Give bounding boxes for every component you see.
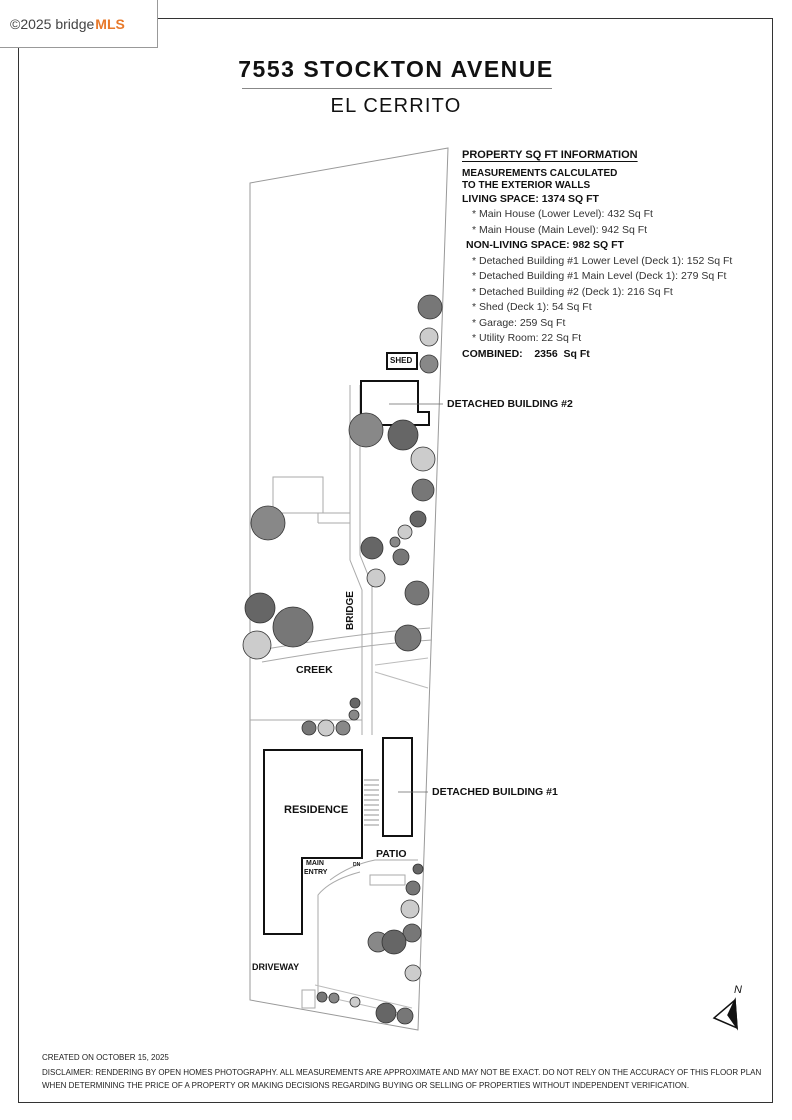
- detached-building-1-label: DETACHED BUILDING #1: [432, 786, 558, 798]
- north-label: N: [734, 984, 742, 996]
- info-note-2: TO THE EXTERIOR WALLS: [462, 179, 591, 191]
- stair-down-label: DN: [353, 862, 361, 868]
- title-divider: [242, 88, 552, 89]
- patio-label: PATIO: [376, 848, 407, 860]
- residence-label: RESIDENCE: [284, 804, 349, 816]
- nonliving-item: * Detached Building #1 Lower Level (Deck…: [472, 254, 733, 267]
- created-date: CREATED ON OCTOBER 15, 2025: [42, 1053, 169, 1062]
- main-entry-label-2: ENTRY: [304, 869, 328, 876]
- combined-total: COMBINED: 2356 Sq Ft: [462, 347, 590, 360]
- page-frame: [18, 18, 773, 1103]
- shed-label: SHED: [390, 356, 413, 365]
- driveway-label: DRIVEWAY: [252, 962, 300, 972]
- sqft-info-panel: PROPERTY SQ FT INFORMATION MEASUREMENTS …: [462, 148, 732, 362]
- detached-building-2-label: DETACHED BUILDING #2: [447, 398, 573, 410]
- info-header: PROPERTY SQ FT INFORMATION: [462, 149, 638, 161]
- nonliving-item: * Garage: 259 Sq Ft: [472, 316, 566, 329]
- nonliving-space-heading: NON-LIVING SPACE: 982 SQ FT: [466, 239, 624, 251]
- logo-suffix: MLS: [95, 15, 125, 32]
- living-space-heading: LIVING SPACE: 1374 SQ FT: [462, 192, 599, 205]
- page-subtitle: EL CERRITO: [330, 95, 462, 117]
- nonliving-item: * Detached Building #1 Main Level (Deck …: [472, 270, 727, 282]
- nonliving-item: * Shed (Deck 1): 54 Sq Ft: [472, 301, 592, 313]
- nonliving-item: * Detached Building #2 (Deck 1): 216 Sq …: [472, 285, 673, 298]
- creek-label: CREEK: [296, 664, 333, 676]
- disclaimer-line-2: WHEN DETERMINING THE PRICE OF A PROPERTY…: [42, 1081, 690, 1090]
- bridge-label: BRIDGE: [345, 591, 356, 630]
- nonliving-item: * Utility Room: 22 Sq Ft: [472, 332, 582, 344]
- info-note-1: MEASUREMENTS CALCULATED: [462, 167, 618, 179]
- disclaimer-line-1: DISCLAIMER: RENDERING BY OPEN HOMES PHOT…: [42, 1068, 762, 1077]
- living-item: * Main House (Main Level): 942 Sq Ft: [472, 223, 648, 236]
- main-entry-label-1: MAIN: [306, 860, 324, 867]
- logo-prefix: ©2025 bridge: [10, 15, 95, 32]
- living-item: * Main House (Lower Level): 432 Sq Ft: [472, 208, 653, 220]
- page-title: 7553 STOCKTON AVENUE: [238, 56, 554, 82]
